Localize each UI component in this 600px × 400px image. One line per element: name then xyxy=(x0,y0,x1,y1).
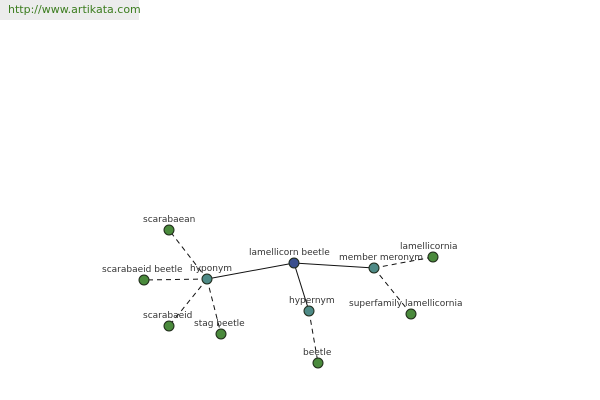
watermark-url[interactable]: http://www.artikata.com xyxy=(0,0,141,20)
edge-hyponym-to-stag-beetle xyxy=(206,278,222,335)
node-member-meronym[interactable] xyxy=(368,262,380,274)
node-label-member-meronym[interactable]: member meronym xyxy=(339,253,423,263)
node-scarabaeid-beetle[interactable] xyxy=(138,274,150,286)
nodes-layer xyxy=(138,224,439,369)
edge-member-meronym-to-lamellicornia xyxy=(373,256,434,269)
node-label-lamellicornia[interactable]: lamellicornia xyxy=(400,242,458,252)
node-label-hypernym[interactable]: hypernym xyxy=(289,296,335,306)
edge-lamellicorn-beetle-to-hyponym xyxy=(206,262,295,280)
node-label-beetle[interactable]: beetle xyxy=(303,348,332,358)
node-label-stag-beetle[interactable]: stag beetle xyxy=(194,319,245,329)
node-hyponym[interactable] xyxy=(201,273,213,285)
node-hypernym[interactable] xyxy=(303,305,315,317)
node-label-scarabaean[interactable]: scarabaean xyxy=(143,215,195,225)
node-beetle[interactable] xyxy=(312,357,324,369)
node-label-superfamily-lamellicornia[interactable]: superfamily lamellicornia xyxy=(349,299,463,309)
edge-hyponym-to-scarabaeid xyxy=(168,278,208,327)
edge-lamellicorn-beetle-to-hypernym xyxy=(293,262,310,312)
edges-layer xyxy=(143,229,434,364)
node-label-scarabaeid-beetle[interactable]: scarabaeid beetle xyxy=(102,265,183,275)
labels-layer: lamellicorn beetle hyponym hypernym member … xyxy=(102,215,463,358)
node-label-hyponym[interactable]: hyponym xyxy=(190,264,232,274)
node-stag-beetle[interactable] xyxy=(215,328,227,340)
node-scarabaean[interactable] xyxy=(163,224,175,236)
node-superfamily-lamellicornia[interactable] xyxy=(405,308,417,320)
edge-hyponym-to-scarabaeid-beetle xyxy=(143,278,208,281)
node-lamellicorn-beetle[interactable] xyxy=(288,257,300,269)
node-label-lamellicorn-beetle[interactable]: lamellicorn beetle xyxy=(249,248,330,258)
node-scarabaeid[interactable] xyxy=(163,320,175,332)
edge-lamellicorn-beetle-to-member-meronym xyxy=(293,262,375,269)
node-label-scarabaeid[interactable]: scarabaeid xyxy=(143,311,192,321)
edge-hyponym-to-scarabaean xyxy=(168,229,208,280)
node-lamellicornia[interactable] xyxy=(427,251,439,263)
edge-member-meronym-to-superfamily-lamellicornia xyxy=(373,267,412,315)
